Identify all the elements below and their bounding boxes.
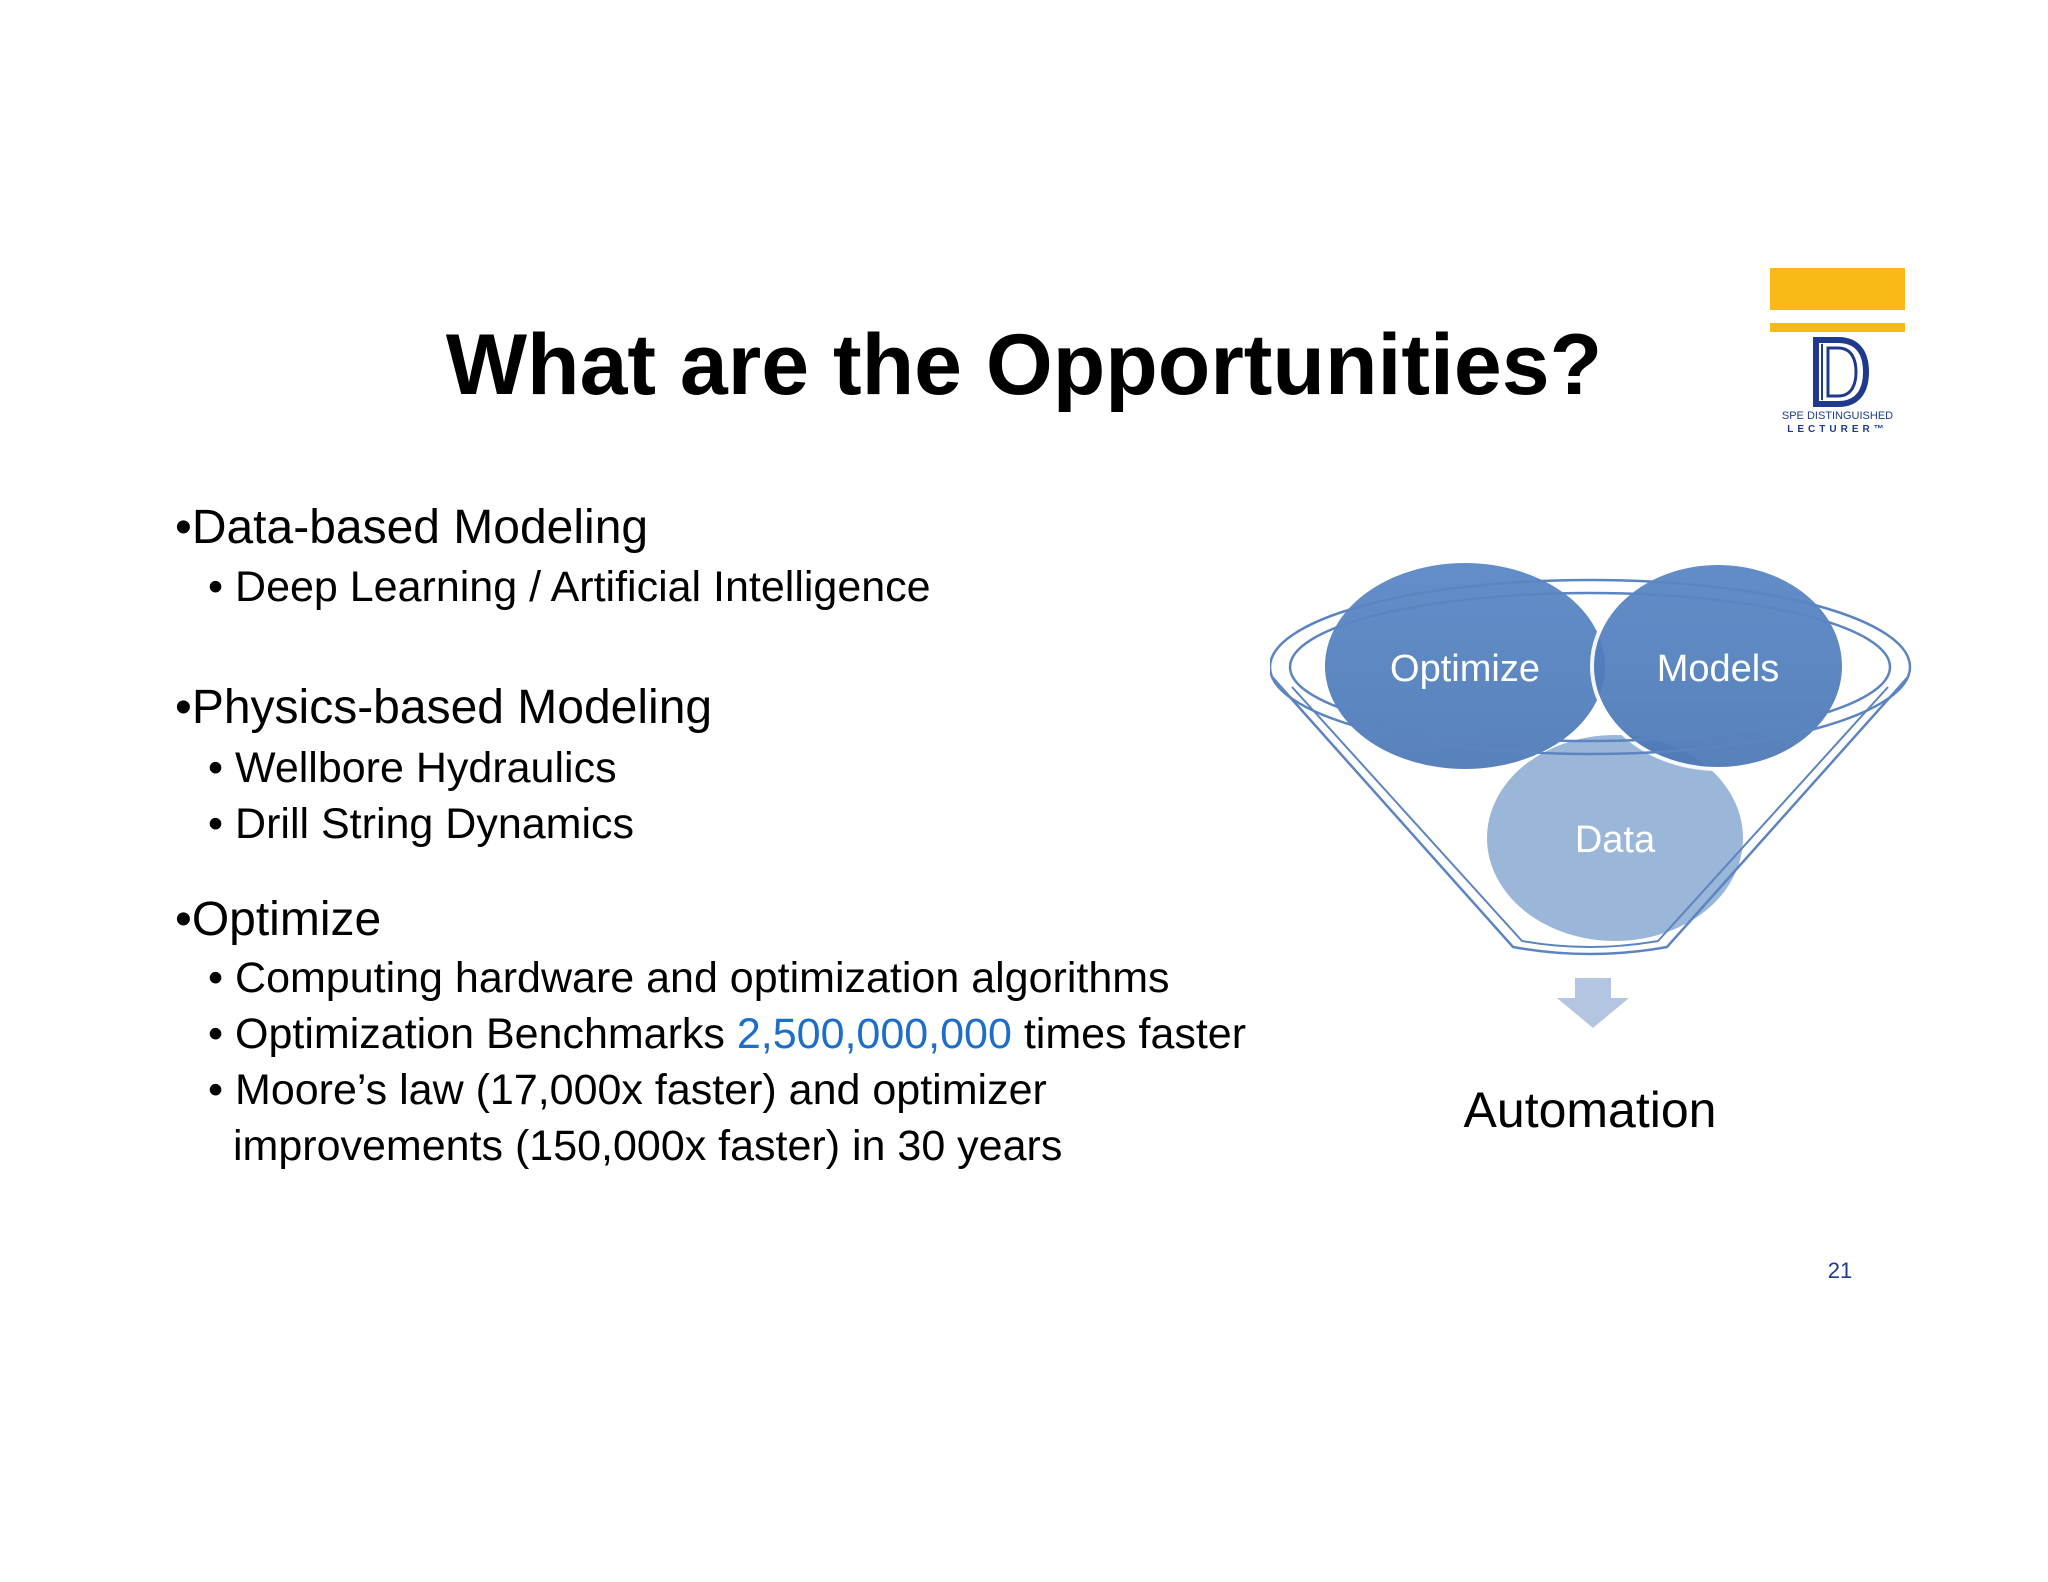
automation-arrow-icon xyxy=(1557,978,1629,1028)
bullet-glyph: • xyxy=(175,893,192,946)
sub-bullet-wellbore-hydraulics: • Wellbore Hydraulics xyxy=(208,747,617,790)
bullet-glyph: • xyxy=(175,501,192,554)
models-label: Models xyxy=(1657,648,1780,690)
funnel-body-inner xyxy=(1291,686,1889,948)
sub-bullet-moores-law: • Moore’s law (17,000x faster) and optim… xyxy=(208,1069,1047,1112)
bullet-text: Deep Learning / Artificial Intelligence xyxy=(235,563,931,611)
bullet-text: Optimize xyxy=(191,893,382,946)
bullet-physics-based-modeling: •Physics-based Modeling xyxy=(175,684,712,732)
bullet-text: improvements (150,000x faster) in 30 yea… xyxy=(233,1122,1063,1170)
funnel-rim-outer xyxy=(1270,578,1912,756)
funnel-rim-inner xyxy=(1288,591,1892,743)
bullet-text: Optimization Benchmarks xyxy=(235,1010,737,1058)
page-number: 21 xyxy=(1827,1258,1853,1283)
logo-d-icon xyxy=(1813,337,1870,407)
automation-label: Automation xyxy=(1463,1082,1717,1138)
logo-text-line1: SPE DISTINGUISHED xyxy=(1781,410,1894,422)
bullet-glyph: • xyxy=(208,744,224,792)
bullet-glyph: • xyxy=(208,954,224,1002)
funnel-diagram: Optimize Models Data xyxy=(1270,561,1912,956)
bullet-optimize: •Optimize xyxy=(175,896,381,944)
spe-distinguished-lecturer-logo: SPE DISTINGUISHED LECTURER™ xyxy=(1770,268,1905,443)
bullet-text: Moore’s law (17,000x faster) and optimiz… xyxy=(235,1066,1047,1114)
bullet-text: Drill String Dynamics xyxy=(235,800,635,848)
models-circle xyxy=(1590,561,1846,771)
sub-bullet-moores-law-continued: improvements (150,000x faster) in 30 yea… xyxy=(233,1125,1062,1168)
bullet-text: Data-based Modeling xyxy=(191,501,649,554)
data-circle xyxy=(1487,735,1743,941)
sub-bullet-drill-string-dynamics: • Drill String Dynamics xyxy=(208,803,634,846)
bullet-glyph: • xyxy=(208,1066,224,1114)
bullet-text: Computing hardware and optimization algo… xyxy=(235,954,1170,1002)
bullet-text: Physics-based Modeling xyxy=(191,681,713,734)
highlight-number: 2,500,000,000 xyxy=(736,1010,1012,1058)
bullet-text: Wellbore Hydraulics xyxy=(235,744,617,792)
data-label: Data xyxy=(1575,819,1656,861)
funnel-body xyxy=(1271,676,1909,956)
bullet-glyph: • xyxy=(208,800,224,848)
bullet-glyph: • xyxy=(175,681,192,734)
slide-title: What are the Opportunities? xyxy=(445,317,1603,413)
logo-text-line2: LECTURER™ xyxy=(1787,424,1888,435)
sub-bullet-computing-hardware: • Computing hardware and optimization al… xyxy=(208,957,1170,1000)
sub-bullet-optimization-benchmarks: • Optimization Benchmarks 2,500,000,000 … xyxy=(208,1013,1246,1056)
bullet-text: times faster xyxy=(1011,1010,1247,1058)
optimize-circle xyxy=(1325,563,1605,769)
optimize-label: Optimize xyxy=(1390,648,1540,690)
sub-bullet-deep-learning: • Deep Learning / Artificial Intelligenc… xyxy=(208,566,931,609)
bullet-glyph: • xyxy=(208,563,224,611)
logo-gold-stripe xyxy=(1770,323,1905,332)
bullet-data-based-modeling: •Data-based Modeling xyxy=(175,504,648,552)
logo-gold-bar xyxy=(1770,268,1905,310)
bullet-glyph: • xyxy=(208,1010,224,1058)
